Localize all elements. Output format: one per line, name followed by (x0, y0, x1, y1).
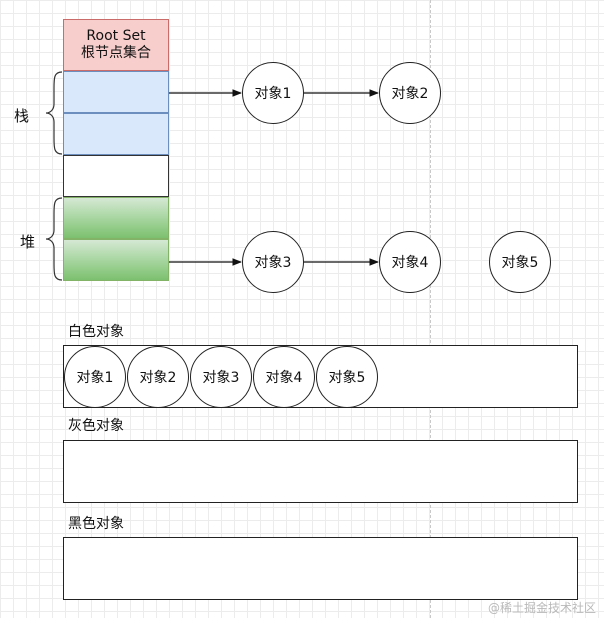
white-set-object-2: 对象2 (127, 346, 189, 408)
object-node-1: 对象1 (242, 62, 304, 124)
heap-label: 堆 (20, 233, 36, 251)
gray-set-box (63, 440, 578, 503)
empty-slot (63, 155, 169, 197)
stack-slot-1 (63, 71, 169, 113)
heap-slot-1 (63, 197, 169, 239)
root-set-title: Root Set (86, 28, 146, 44)
white-set-title: 白色对象 (68, 324, 124, 340)
root-set-header: Root Set 根节点集合 (63, 19, 169, 71)
stack-label: 栈 (14, 107, 30, 125)
root-set-subtitle: 根节点集合 (81, 45, 151, 61)
gray-set-title: 灰色对象 (68, 418, 124, 434)
heap-slot-2 (63, 239, 169, 281)
stack-slot-2 (63, 113, 169, 155)
object-node-5: 对象5 (489, 231, 551, 293)
heap-brace (45, 197, 63, 281)
object-node-2: 对象2 (379, 62, 441, 124)
stack-brace (45, 71, 63, 155)
white-set-object-5: 对象5 (316, 346, 378, 408)
white-set-object-1: 对象1 (64, 346, 126, 408)
watermark: @稀土掘金技术社区 (488, 601, 597, 615)
black-set-title: 黑色对象 (68, 516, 124, 532)
dashed-guide-line (430, 0, 431, 618)
object-node-3: 对象3 (242, 231, 304, 293)
object-node-4: 对象4 (379, 231, 441, 293)
white-set-object-4: 对象4 (253, 346, 315, 408)
white-set-object-3: 对象3 (190, 346, 252, 408)
black-set-box (63, 537, 578, 600)
